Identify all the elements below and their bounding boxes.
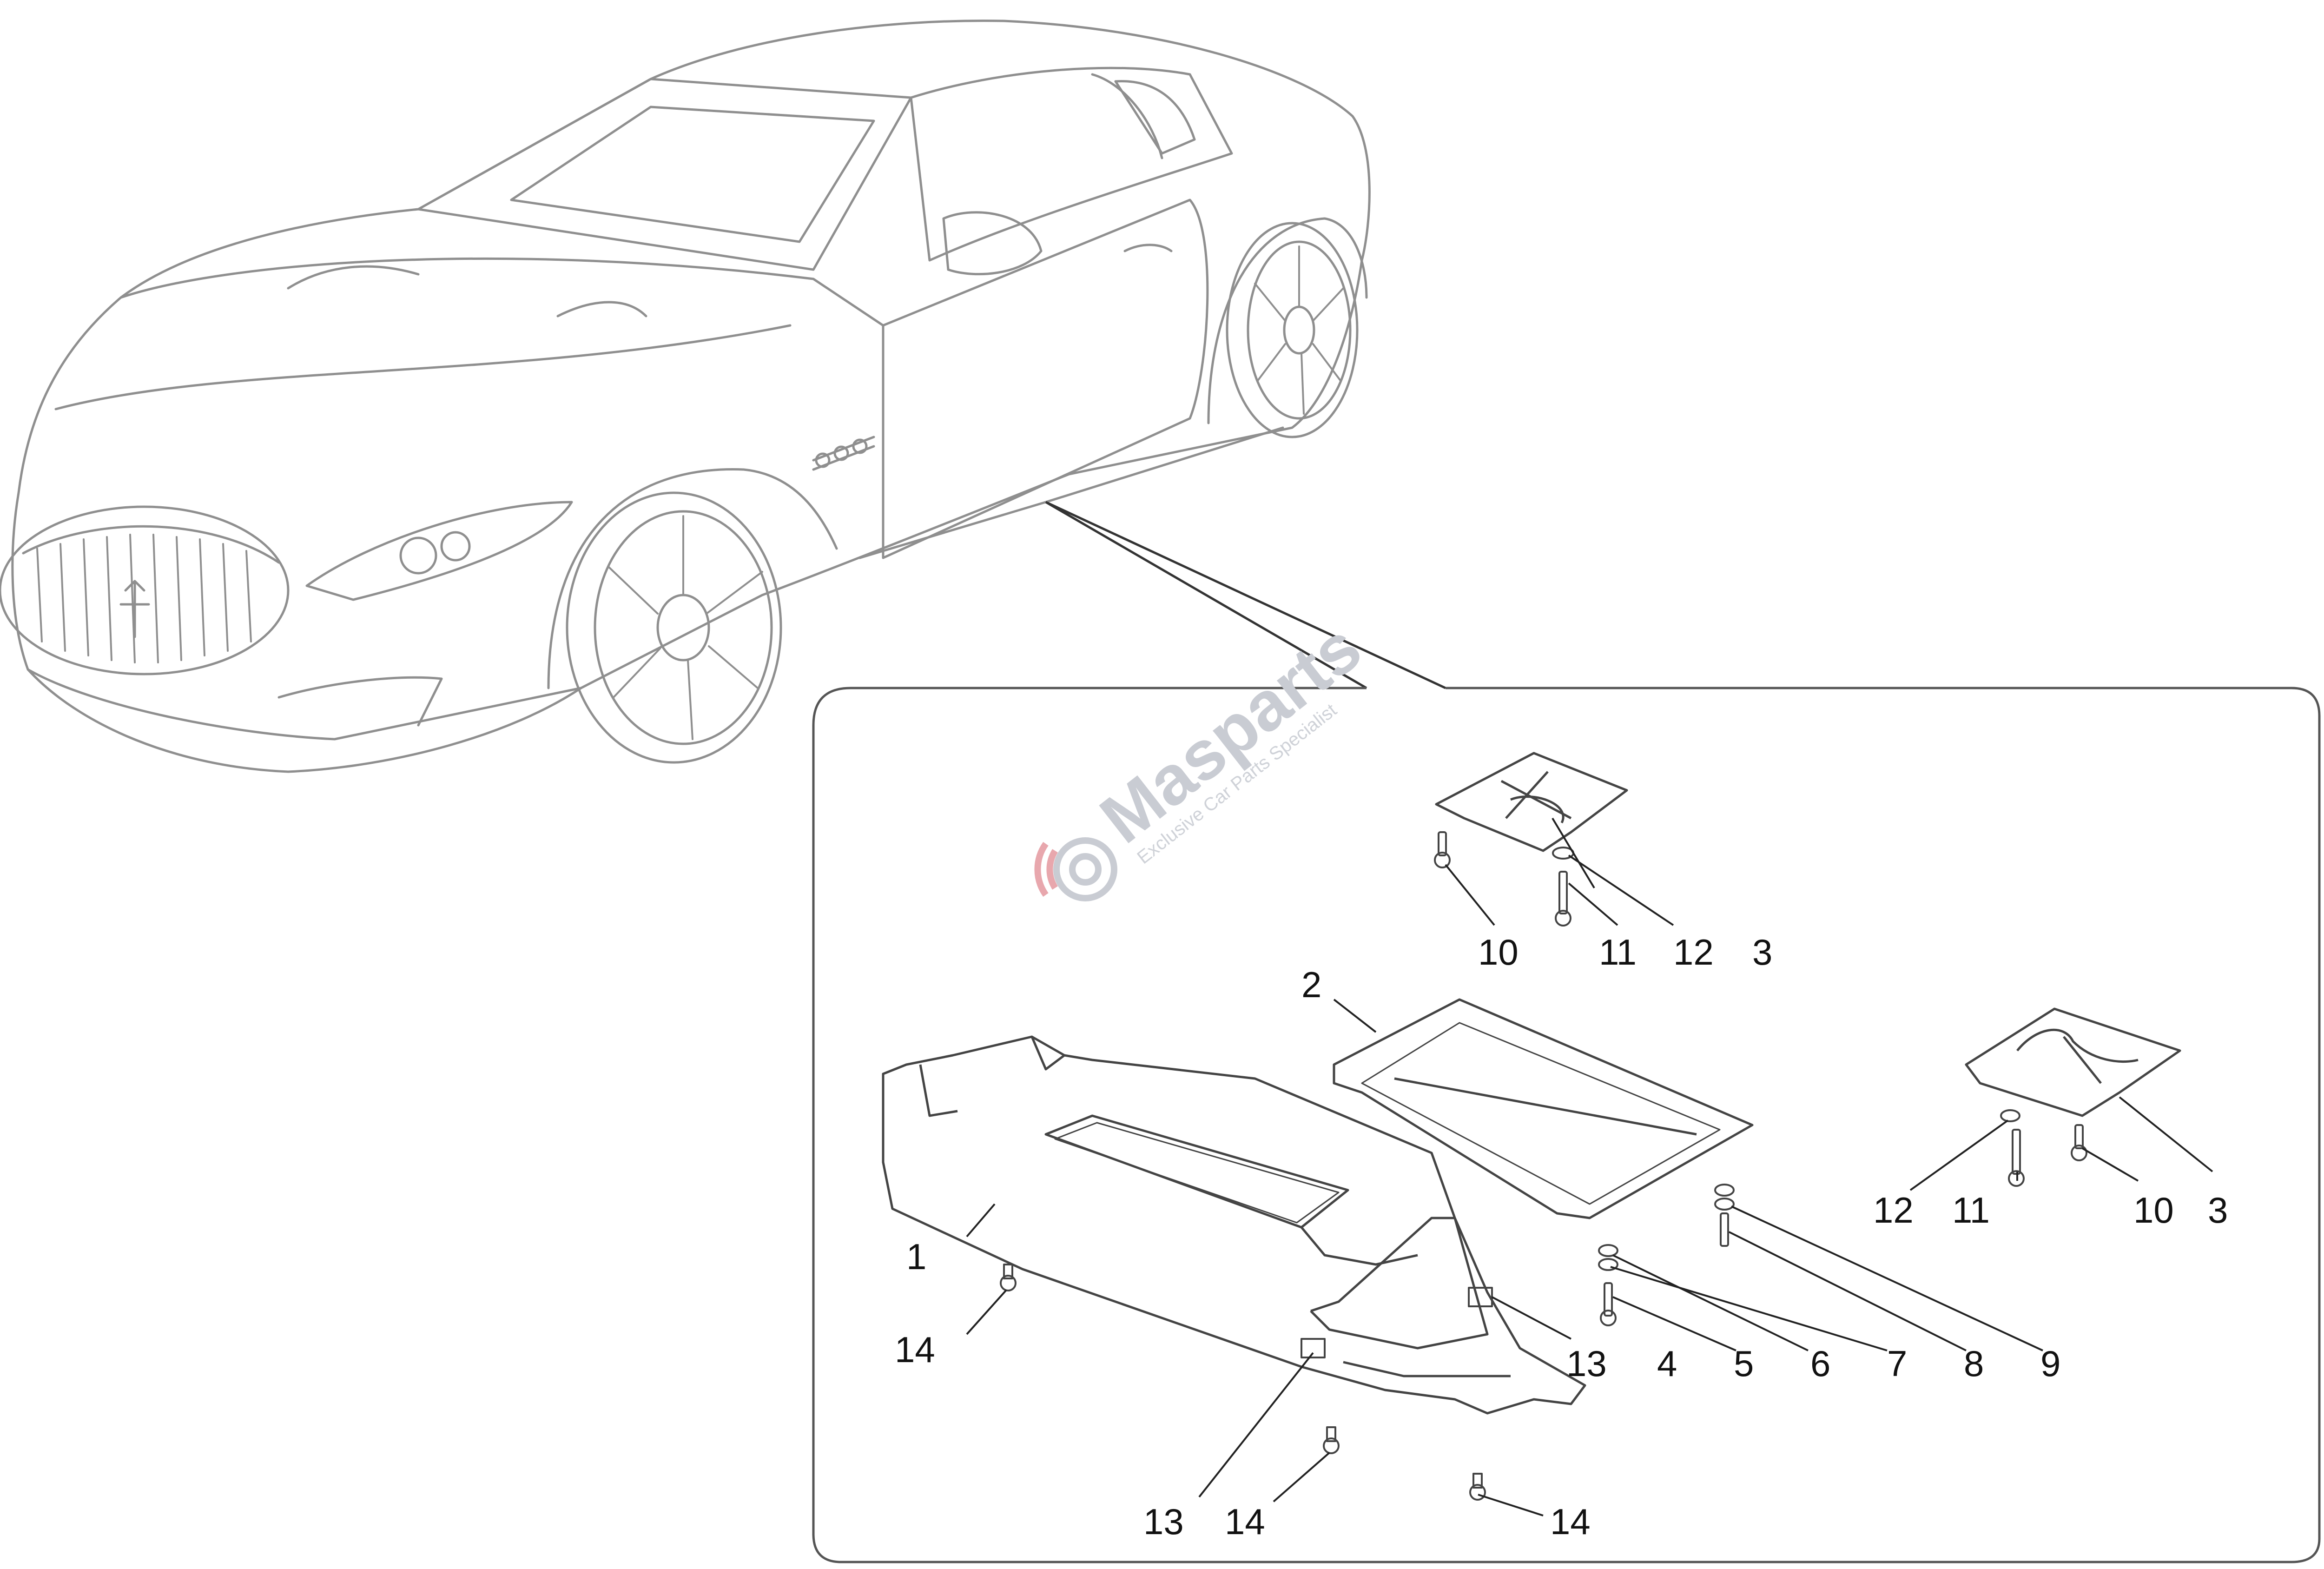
- callout-4: 4: [1657, 1343, 1677, 1384]
- callout-6: 6: [1810, 1343, 1830, 1384]
- callout-11: 11: [1599, 932, 1637, 973]
- callout-1: 1: [906, 1236, 926, 1277]
- part-1-undertray: [882, 1035, 1586, 1415]
- callout-12: 12: [1673, 932, 1714, 973]
- part-3-bracket-upper: [1435, 752, 1628, 852]
- detail-inset-frame: [812, 687, 2321, 1563]
- part-2-plate: [1333, 998, 1754, 1219]
- callouts: 1 2 3 3 4 5 6 7 8 9 10 10 11 11 12 12 13…: [895, 932, 2228, 1542]
- watermark-brand: Masparts: [1086, 608, 1375, 858]
- callout-13: 13: [1566, 1343, 1607, 1384]
- callout-8: 8: [1964, 1343, 1984, 1384]
- part-3-bracket-right: [1965, 1007, 2181, 1117]
- callout-7: 7: [1887, 1343, 1907, 1384]
- callout-14: 14: [895, 1329, 935, 1370]
- callout-11: 11: [1952, 1190, 1990, 1231]
- callout-13: 13: [1143, 1501, 1184, 1542]
- callout-9: 9: [2040, 1343, 2060, 1384]
- callout-12: 12: [1873, 1190, 1914, 1231]
- zoom-leader: [1045, 501, 1446, 689]
- watermark: Masparts Exclusive Car Parts Specialist: [1034, 608, 1375, 901]
- callout-2: 2: [1301, 964, 1321, 1005]
- callout-10: 10: [2133, 1190, 2174, 1231]
- callout-leaders: [966, 817, 2213, 1516]
- callout-14: 14: [1225, 1501, 1265, 1542]
- callout-10: 10: [1478, 932, 1519, 973]
- watermark-gear-icon: [1034, 837, 1117, 901]
- parts: [882, 752, 2181, 1501]
- callout-3: 3: [2208, 1190, 2228, 1231]
- callout-3: 3: [1752, 932, 1772, 973]
- callout-14: 14: [1550, 1501, 1591, 1542]
- car-illustration: [0, 20, 1371, 773]
- callout-5: 5: [1734, 1343, 1754, 1384]
